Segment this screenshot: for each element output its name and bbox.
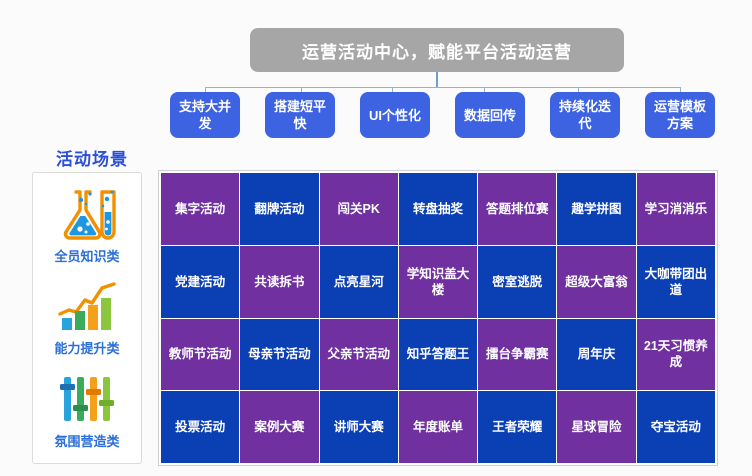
matrix-cell-label: 星球冒险 (571, 420, 622, 435)
feature-pill-3[interactable]: 数据回传 (455, 92, 525, 138)
matrix-cell-label: 大咖带团出道 (644, 266, 708, 297)
connector-horizontal (205, 87, 681, 88)
matrix-cell-label: 集字活动 (175, 201, 226, 216)
matrix-cell-label: 趣学拼图 (571, 201, 622, 216)
matrix-cell[interactable]: 夺宝活动 (636, 391, 715, 463)
matrix-cell-label: 学知识盖大楼 (406, 266, 470, 297)
matrix-cell-label: 教师节活动 (168, 347, 232, 362)
matrix-cell-label: 翻牌活动 (254, 201, 305, 216)
connector-drop-5 (578, 87, 579, 93)
connector-drop-4 (484, 87, 485, 93)
matrix-cell[interactable]: 王者荣耀 (478, 391, 557, 463)
matrix-cell-label: 密室逃脱 (492, 274, 543, 289)
sidebar-scene-card: 全员知识类 能力提升类 氛 (32, 172, 142, 464)
matrix-cell-label: 转盘抽奖 (412, 201, 463, 216)
matrix-cell-label: 夺宝活动 (650, 420, 701, 435)
matrix-cell[interactable]: 党建活动 (161, 245, 240, 318)
matrix-cell-label: 周年庆 (577, 347, 616, 362)
connector-drop-3 (392, 87, 393, 93)
matrix-cell[interactable]: 案例大赛 (240, 391, 319, 463)
page-title-banner: 运营活动中心，赋能平台活动运营 (250, 28, 624, 72)
sidebar-item-label: 能力提升类 (54, 341, 120, 357)
matrix-cell-label: 母亲节活动 (248, 347, 311, 362)
matrix-cell[interactable]: 教师节活动 (161, 318, 240, 391)
sliders-equalizer-icon (56, 371, 118, 427)
page-title: 运营活动中心，赋能平台活动运营 (302, 42, 572, 62)
matrix-cell[interactable]: 共读拆书 (240, 245, 319, 318)
matrix-cell[interactable]: 密室逃脱 (478, 245, 557, 318)
matrix-cell[interactable]: 学习消消乐 (636, 173, 715, 245)
matrix-cell-label: 擂台争霸赛 (486, 347, 549, 362)
sidebar-title: 活动场景 (56, 150, 128, 169)
feature-pill-0[interactable]: 支持大并发 (170, 92, 240, 138)
matrix-cell-label: 超级大富翁 (565, 274, 628, 289)
matrix-cell-label: 知乎答题王 (406, 347, 470, 362)
matrix-cell-label: 投票活动 (175, 420, 226, 435)
matrix-cell[interactable]: 母亲节活动 (240, 318, 319, 391)
feature-pill-label: 数据回传 (463, 107, 516, 123)
matrix-cell[interactable]: 趣学拼图 (557, 173, 636, 245)
matrix-cell-label: 闯关PK (337, 201, 380, 216)
matrix-cell[interactable]: 大咖带团出道 (636, 245, 715, 318)
matrix-cell-label: 党建活动 (175, 274, 226, 289)
matrix-cell-label: 年度账单 (412, 420, 463, 435)
sidebar-item-label: 全员知识类 (54, 248, 120, 264)
feature-pill-5[interactable]: 运营模板方案 (645, 92, 715, 138)
matrix-cell-label: 父亲节活动 (327, 347, 390, 362)
feature-pill-row: 支持大并发 搭建短平快 UI个性化 数据回传 持续化迭代 运营模板方案 (170, 92, 715, 138)
matrix-cell[interactable]: 转盘抽奖 (398, 173, 478, 245)
matrix-cell[interactable]: 点亮星河 (319, 245, 398, 318)
matrix-cell[interactable]: 擂台争霸赛 (478, 318, 557, 391)
matrix-cell[interactable]: 学知识盖大楼 (398, 245, 478, 318)
flask-test-tube-icon (56, 186, 118, 242)
matrix-cell[interactable]: 年度账单 (398, 391, 478, 463)
matrix-cell[interactable]: 答题排位赛 (478, 173, 557, 245)
matrix-cell[interactable]: 21天习惯养成 (636, 318, 715, 391)
matrix-cell-label: 王者荣耀 (492, 420, 543, 435)
matrix-cell-label: 点亮星河 (333, 274, 384, 289)
matrix-cell[interactable]: 周年庆 (557, 318, 636, 391)
matrix-cell[interactable]: 超级大富翁 (557, 245, 636, 318)
matrix-cell-label: 答题排位赛 (486, 201, 549, 216)
matrix-cell-label: 案例大赛 (254, 420, 305, 435)
sidebar-item-all-staff-knowledge[interactable]: 全员知识类 (54, 186, 120, 265)
matrix-cell-label: 学习消消乐 (644, 201, 708, 216)
matrix-cell[interactable]: 父亲节活动 (319, 318, 398, 391)
connector-drop-6 (680, 87, 681, 93)
matrix-cell[interactable]: 翻牌活动 (240, 173, 319, 245)
matrix-cell[interactable]: 讲师大赛 (319, 391, 398, 463)
matrix-cell[interactable]: 投票活动 (161, 391, 240, 463)
activity-matrix: 集字活动 翻牌活动 闯关PK 转盘抽奖 答题排位赛 趣学拼图 学习消消乐 党建活… (158, 170, 718, 466)
connector-drop-2 (301, 87, 302, 93)
matrix-cell-label: 21天习惯养成 (643, 339, 708, 370)
matrix-cell-label: 共读拆书 (254, 274, 305, 289)
matrix-cell[interactable]: 闯关PK (319, 173, 398, 245)
connector-drop-1 (205, 87, 206, 93)
feature-pill-2[interactable]: UI个性化 (360, 92, 430, 138)
feature-pill-4[interactable]: 持续化迭代 (550, 92, 620, 138)
feature-pill-label: 持续化迭代 (558, 99, 611, 131)
matrix-cell-label: 讲师大赛 (333, 420, 384, 435)
feature-pill-label: UI个性化 (368, 107, 421, 123)
matrix-cell[interactable]: 星球冒险 (557, 391, 636, 463)
connector-stem (436, 72, 438, 88)
feature-pill-label: 运营模板方案 (653, 99, 706, 131)
bar-chart-growth-icon (56, 278, 118, 334)
matrix-cell[interactable]: 集字活动 (161, 173, 240, 245)
sidebar-item-atmosphere-building[interactable]: 氛围营造类 (54, 371, 120, 450)
feature-pill-1[interactable]: 搭建短平快 (265, 92, 335, 138)
matrix-cell[interactable]: 知乎答题王 (398, 318, 478, 391)
feature-pill-label: 搭建短平快 (273, 99, 326, 131)
sidebar-item-label: 氛围营造类 (54, 434, 120, 450)
feature-pill-label: 支持大并发 (178, 99, 231, 131)
sidebar-item-capability-growth[interactable]: 能力提升类 (54, 278, 120, 357)
